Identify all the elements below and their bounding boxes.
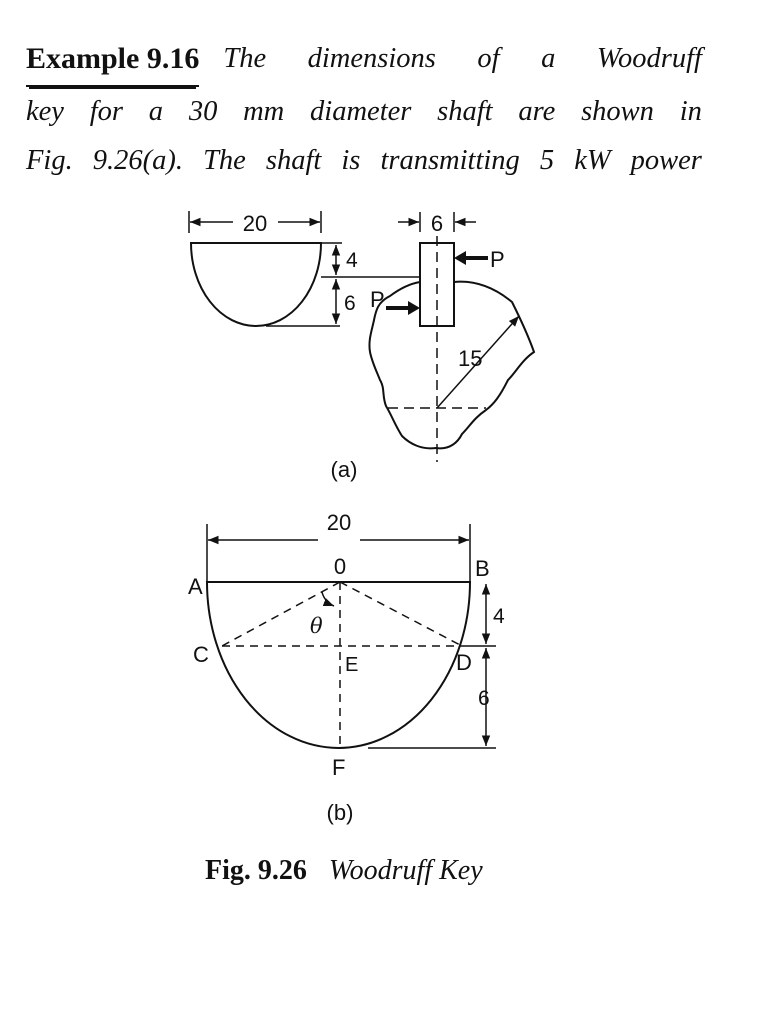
word: power — [630, 145, 702, 176]
figure-a-sublabel: (a) — [331, 457, 358, 482]
word: key — [26, 96, 64, 127]
word: Woodruff — [596, 43, 702, 74]
point-label-o: 0 — [334, 554, 346, 579]
force-label-p-left: P — [370, 287, 385, 312]
figure-b-sublabel: (b) — [327, 800, 354, 825]
figure-b — [205, 524, 496, 749]
word: 5 — [539, 145, 555, 176]
word: Fig. — [26, 145, 73, 176]
point-label-e: E — [345, 654, 358, 676]
angle-label-theta: θ — [310, 614, 323, 638]
force-label-p-right: P — [490, 247, 505, 272]
dim-label-upper-b: 4 — [493, 605, 505, 628]
caption-title: Woodruff Key — [328, 855, 483, 886]
word: shaft — [265, 145, 322, 176]
key-outline-b — [205, 581, 472, 749]
paragraph-line-2: key for a 30 mm diameter shaft are shown… — [26, 87, 702, 136]
word: shaft — [437, 96, 493, 127]
dim-label-width-b: 20 — [327, 510, 351, 535]
word: The — [223, 43, 267, 74]
radius-arrow — [436, 315, 520, 409]
figure-caption: Fig. 9.26 Woodruff Key — [205, 855, 483, 887]
point-label-c: C — [193, 642, 209, 667]
word: is — [341, 145, 361, 176]
caption-number: Fig. 9.26 — [205, 855, 307, 886]
example-label: Example 9.16 — [26, 34, 200, 87]
line-od — [339, 581, 463, 647]
word: are — [518, 96, 556, 127]
word: transmitting — [380, 145, 520, 176]
radius-label: 15 — [458, 346, 482, 371]
dim-label-lower-b: 6 — [478, 687, 490, 710]
example-paragraph: Example 9.16 The dimensions of a Woodruf… — [26, 34, 702, 185]
word: 30 — [188, 96, 218, 127]
angle-arc — [321, 591, 335, 607]
point-label-d: D — [456, 650, 472, 675]
point-label-b: B — [475, 556, 490, 581]
word: mm — [243, 96, 285, 127]
dim-label-depth-bottom-a: 6 — [344, 292, 356, 315]
point-label-a: A — [188, 574, 203, 599]
word: 9.26(a). — [92, 145, 183, 176]
paragraph-line-1: Example 9.16 The dimensions of a Woodruf… — [26, 34, 702, 87]
word: for — [89, 96, 123, 127]
force-arrowhead — [454, 251, 466, 265]
word: diameter — [310, 96, 412, 127]
dim-label-depth-top-a: 4 — [346, 249, 358, 272]
figure-a — [188, 211, 536, 462]
word: of — [477, 43, 500, 74]
word: a — [541, 43, 556, 74]
word: shown — [581, 96, 654, 127]
dim-label-width-a: 20 — [243, 211, 267, 236]
word: kW — [574, 145, 611, 176]
word: a — [148, 96, 164, 127]
key-side-view — [189, 242, 323, 327]
dim-label-key-width-a: 6 — [431, 211, 443, 236]
paragraph-line-3: Fig. 9.26(a). The shaft is transmitting … — [26, 136, 702, 185]
word: in — [679, 96, 702, 127]
word: dimensions — [307, 43, 436, 74]
point-label-f: F — [332, 755, 345, 780]
line1-words: The dimensions of a Woodruff — [223, 34, 702, 87]
shaft-outline — [368, 280, 536, 450]
word: The — [203, 145, 246, 176]
force-arrowhead — [408, 301, 420, 315]
